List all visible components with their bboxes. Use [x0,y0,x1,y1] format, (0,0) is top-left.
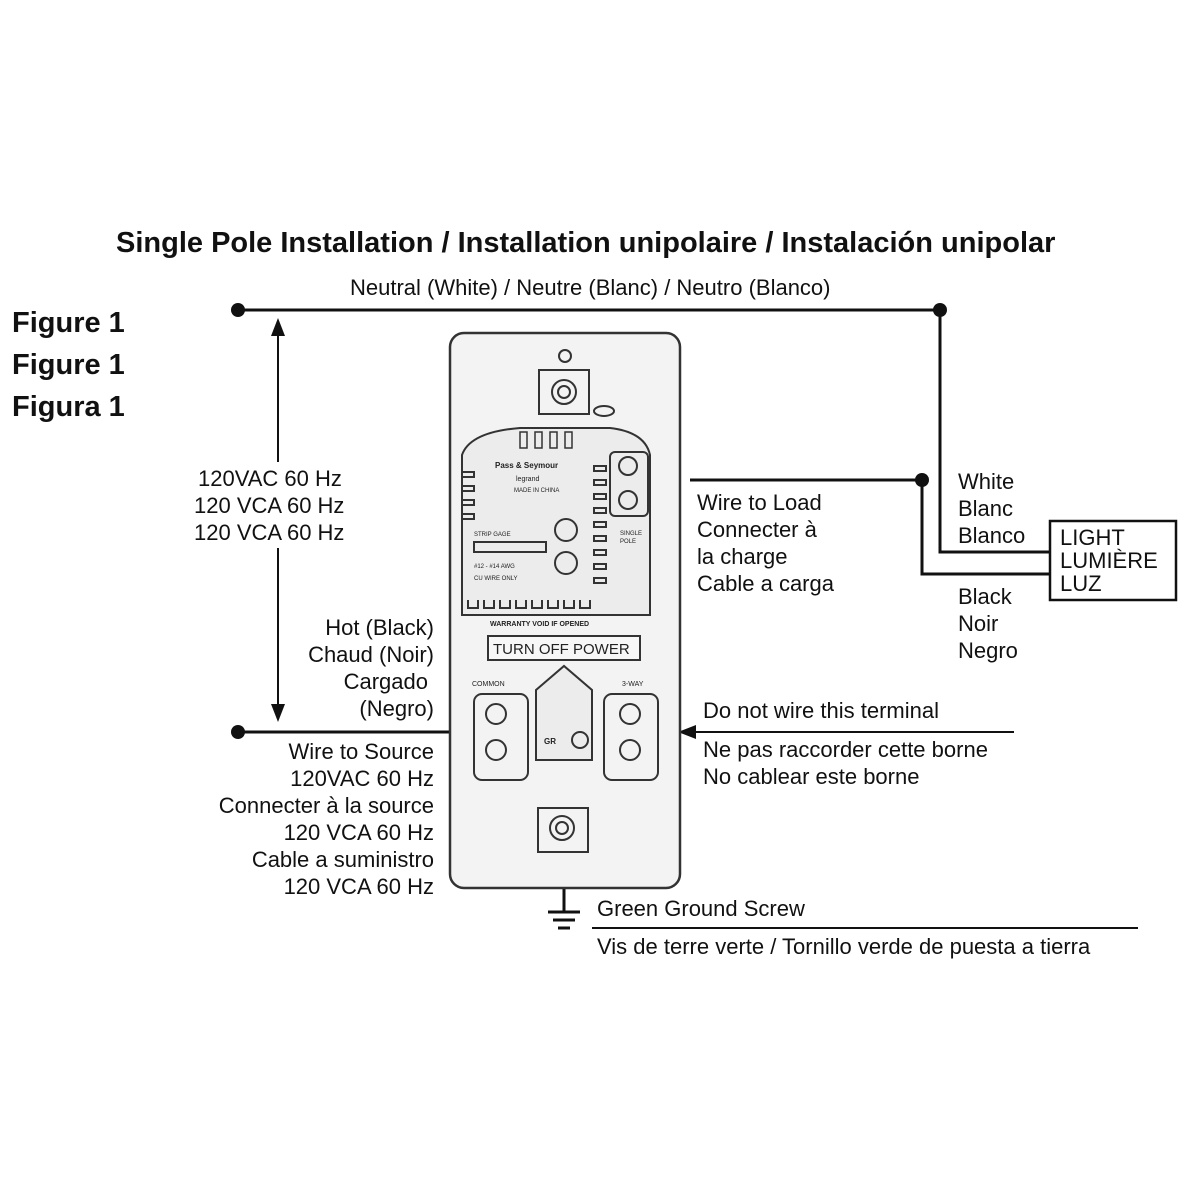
common-terminal-screw-2-icon [485,739,507,761]
voltage-label-fr: 120 VCA 60 Hz [194,493,344,518]
device-common-label: COMMON [472,681,505,688]
hot-label-es-2: (Negro) [359,696,434,721]
diagram-title: Single Pole Installation / Installation … [116,227,1055,259]
no-wire-arrow [678,725,1014,739]
bottom-mounting-bracket [537,807,589,853]
switch-device: Pass & Seymour legrand MADE IN CHINA STR… [448,331,682,890]
load-terminal-screw-2-icon [618,490,638,510]
light-label-fr: LUMIÈRE [1060,548,1158,573]
bottom-mounting-screw-icon [549,815,575,841]
ground-housing [535,664,593,761]
load-labels: Wire to Load Connecter à la charge Cable… [697,490,835,596]
neutral-terminal-dot-left [231,303,245,317]
light-fixture-box: LIGHT LUMIÈRE LUZ [1048,519,1178,602]
voltage-label-en: 120VAC 60 Hz [198,466,342,491]
ground-labels: Green Ground Screw Vis de terre verte / … [597,896,1091,959]
figure-label-es: Figura 1 [12,391,125,423]
black-label-en: Black [958,584,1013,609]
source-label-0: Wire to Source [289,739,435,764]
device-brand: Pass & Seymour [495,461,558,470]
certification-mark-2-icon [554,551,578,575]
device-brand-sub: legrand [516,476,539,483]
hot-wire [231,725,470,739]
light-label-es: LUZ [1060,571,1102,596]
hot-label-en: Hot (Black) [325,615,434,640]
figure-label-en: Figure 1 [12,307,125,339]
load-label-1: Connecter à [697,517,818,542]
black-labels: Black Noir Negro [958,584,1018,663]
device-teeth [467,600,591,609]
top-contact-tabs [519,431,573,449]
device-turn-off-power: TURN OFF POWER [493,641,630,658]
top-mounting-screw-icon [551,379,577,405]
common-terminal-block [473,693,529,781]
device-made-in: MADE IN CHINA [514,488,559,494]
left-vent-slots [461,471,475,520]
light-label-en: LIGHT [1060,525,1125,550]
no-wire-label-fr: Ne pas raccorder cette borne [703,737,988,762]
source-label-4: Cable a suministro [252,847,434,872]
neutral-wire [231,303,1050,554]
white-label-fr: Blanc [958,496,1013,521]
ground-label-en: Green Ground Screw [597,896,805,921]
device-wire-gauge: #12 - #14 AWG [474,564,515,570]
hot-label-es: Cargado [344,669,428,694]
device-ground-mark: GR [544,737,556,746]
arrow-head-up [271,318,285,336]
load-wire [690,473,1050,576]
load-terminal-block [609,451,649,517]
load-label-0: Wire to Load [697,490,822,515]
device-top-hole [558,349,572,363]
no-wire-label-es: No cablear este borne [703,764,919,789]
three-way-terminal-block [603,693,659,781]
load-label-2: la charge [697,544,788,569]
three-way-terminal-screw-icon [619,703,641,725]
device-three-way-label: 3-WAY [622,681,644,688]
no-wire-labels: Do not wire this terminal Ne pas raccord… [703,698,988,789]
voltage-labels: 120VAC 60 Hz 120 VCA 60 Hz 120 VCA 60 Hz [194,466,344,545]
device-warranty: WARRANTY VOID IF OPENED [490,621,589,628]
white-label-es: Blanco [958,523,1025,548]
hot-terminal-dot [231,725,245,739]
common-terminal-screw-icon [485,703,507,725]
top-mounting-bracket [538,369,590,415]
ground-label-fr-es: Vis de terre verte / Tornillo verde de p… [597,934,1091,959]
right-vent-slots [593,465,607,584]
black-label-fr: Noir [958,611,998,636]
hot-labels: Hot (Black) Chaud (Noir) Cargado (Negro) [308,615,434,721]
device-single-label: SINGLE [620,531,642,537]
source-label-5: 120 VCA 60 Hz [284,874,434,899]
figure-label-fr: Figure 1 [12,349,125,381]
hot-label-fr: Chaud (Noir) [308,642,434,667]
source-labels: Wire to Source 120VAC 60 Hz Connecter à … [219,739,434,899]
turn-off-power-box [487,635,641,661]
voltage-label-es: 120 VCA 60 Hz [194,520,344,545]
device-strip-gage: STRIP GAGE [474,532,511,538]
certification-mark-icon [554,518,578,542]
source-label-3: 120 VCA 60 Hz [284,820,434,845]
strip-gage-bar [473,541,547,553]
source-label-1: 120VAC 60 Hz [290,766,434,791]
neutral-label: Neutral (White) / Neutre (Blanc) / Neutr… [350,275,831,300]
device-wire-type: CU WIRE ONLY [474,576,518,582]
arrow-head-down [271,704,285,722]
source-label-2: Connecter à la source [219,793,434,818]
three-way-terminal-screw-2-icon [619,739,641,761]
no-wire-label-en: Do not wire this terminal [703,698,939,723]
voltage-arrow [271,318,285,722]
load-label-3: Cable a carga [697,571,835,596]
device-body [461,427,651,616]
white-label-en: White [958,469,1014,494]
white-labels: White Blanc Blanco [958,469,1025,548]
ground-screw-icon [571,731,589,749]
no-wire-arrow-head [678,725,696,739]
figure-labels: Figure 1 Figure 1 Figura 1 [12,307,125,423]
load-terminal-screw-icon [618,456,638,476]
device-pole-label: POLE [620,539,636,545]
black-label-es: Negro [958,638,1018,663]
